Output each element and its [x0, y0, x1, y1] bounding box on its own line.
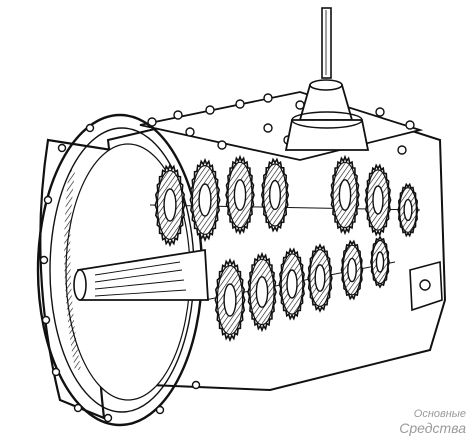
- gear: [278, 247, 306, 321]
- gear-hub: [375, 251, 385, 273]
- mount-bracket: [409, 260, 443, 312]
- gear-hub: [403, 198, 413, 222]
- gear: [225, 154, 255, 236]
- gear: [370, 235, 390, 289]
- gear-hub: [286, 269, 298, 299]
- gear-hub: [223, 283, 237, 317]
- gear: [189, 157, 221, 243]
- gear: [364, 163, 392, 237]
- gear: [397, 182, 419, 238]
- watermark-logo: Основные Средства: [399, 408, 466, 436]
- gear: [307, 243, 333, 313]
- watermark-line-2: Средства: [399, 420, 466, 436]
- flange-bolts: [39, 123, 201, 423]
- gear: [260, 157, 290, 233]
- gear-hub: [163, 188, 177, 222]
- input-shaft: [73, 248, 209, 301]
- gear-hub: [269, 179, 282, 211]
- gear: [340, 239, 364, 301]
- gear-hub: [338, 179, 352, 211]
- gear-hub: [255, 276, 269, 308]
- gear: [154, 162, 186, 248]
- gear-hub: [314, 264, 326, 292]
- shift-tower: [284, 7, 370, 151]
- gear-hub: [198, 183, 212, 217]
- gear-hub: [372, 185, 384, 215]
- gear-cluster: [149, 154, 421, 343]
- watermark-line-1: Основные: [413, 408, 466, 420]
- gear-hub: [347, 257, 357, 283]
- gear: [214, 257, 246, 343]
- gear-hub: [233, 179, 247, 211]
- gear: [247, 251, 277, 333]
- gear: [330, 154, 360, 236]
